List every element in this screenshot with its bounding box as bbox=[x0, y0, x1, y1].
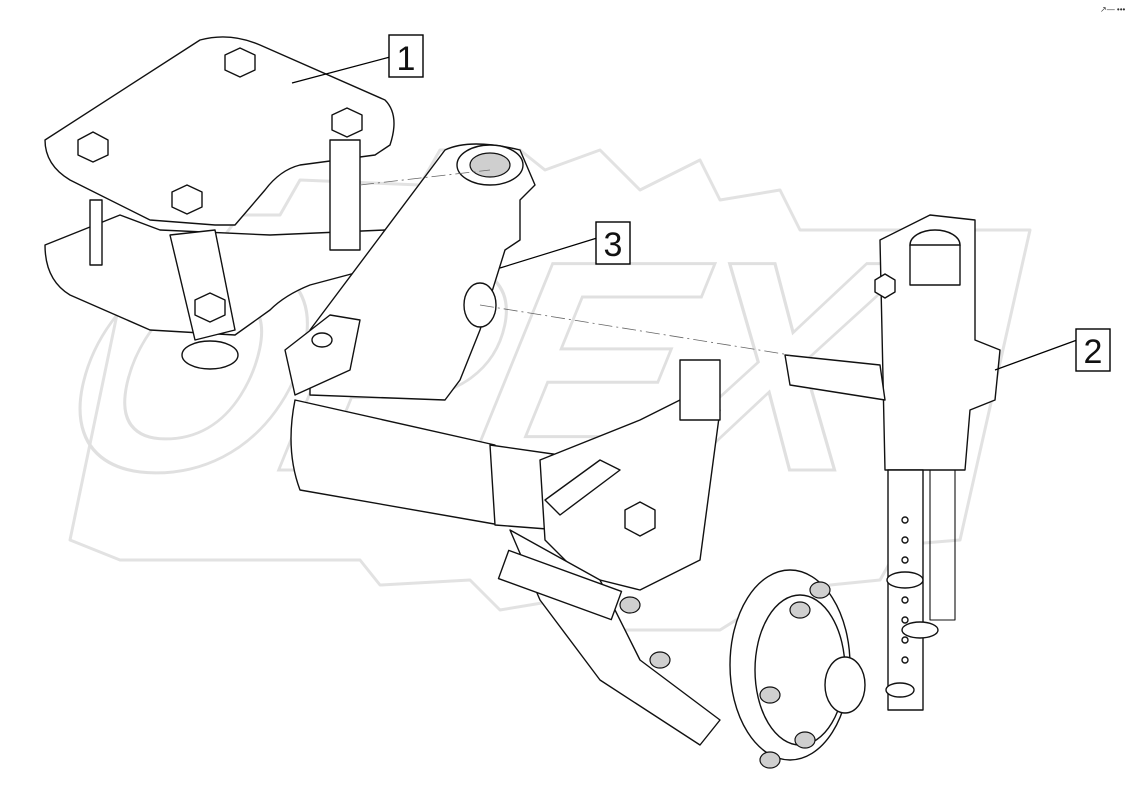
bolt-head-icon bbox=[224, 47, 256, 78]
wheel-hub bbox=[497, 529, 866, 769]
callout-1-leader bbox=[291, 56, 391, 84]
callout-2-label: 2 bbox=[1084, 333, 1103, 371]
axle-tube bbox=[290, 399, 501, 526]
centerline bbox=[479, 304, 791, 356]
leg-hole bbox=[901, 616, 909, 624]
callout-3-box bbox=[595, 221, 631, 265]
stand-leg bbox=[887, 469, 924, 711]
leg-hole bbox=[901, 596, 909, 604]
pin-clip bbox=[544, 459, 621, 516]
bolt-head-icon bbox=[77, 131, 109, 163]
leg-hole bbox=[901, 516, 909, 524]
stand-pin-clip bbox=[886, 571, 924, 589]
hub-stub bbox=[497, 549, 623, 621]
part-2-adjustable-stand bbox=[784, 214, 1001, 711]
bolt-head-icon bbox=[171, 184, 203, 215]
stand-inner-leg bbox=[929, 469, 956, 621]
callout-2: 2 bbox=[994, 328, 1111, 372]
callout-2-leader bbox=[994, 339, 1078, 371]
callout-1-label: 1 bbox=[397, 40, 416, 78]
callout-1: 1 bbox=[291, 34, 424, 84]
washer-icon bbox=[181, 340, 239, 370]
bracket-spacer-right bbox=[329, 139, 361, 251]
bracket-top-plate bbox=[44, 36, 395, 226]
leg-hole bbox=[901, 536, 909, 544]
arm-bracket bbox=[284, 314, 361, 396]
bracket-spacer-left bbox=[89, 199, 103, 266]
leg-hole bbox=[901, 636, 909, 644]
stand-pin-clip bbox=[901, 621, 939, 639]
hub-cap bbox=[824, 656, 866, 714]
bolt-head-icon bbox=[331, 107, 363, 138]
part-1-bracket-plate bbox=[44, 36, 395, 370]
bolt-head-icon bbox=[194, 292, 226, 323]
wheel-nut-icon bbox=[619, 596, 641, 614]
mount-post bbox=[679, 359, 721, 421]
corner-mark: ↗— ••• bbox=[1100, 5, 1126, 14]
wheel-nut-icon bbox=[759, 751, 781, 769]
callout-3-leader bbox=[499, 237, 598, 269]
watermark-gear-outline bbox=[68, 148, 1032, 632]
arm-body bbox=[309, 143, 536, 401]
centerline bbox=[359, 169, 491, 186]
callout-3: 3 bbox=[499, 221, 631, 269]
callout-3-label: 3 bbox=[604, 226, 623, 264]
stand-mount-pin bbox=[784, 354, 886, 401]
callout-2-box bbox=[1075, 328, 1111, 372]
spindle-mount bbox=[539, 399, 721, 591]
leg-hole bbox=[901, 556, 909, 564]
wheel-nut-icon bbox=[759, 686, 781, 704]
stand-bolt-icon bbox=[874, 273, 896, 299]
callout-1-box bbox=[388, 34, 424, 78]
wheel-nut-icon bbox=[789, 601, 811, 619]
mount-bolt-icon bbox=[624, 501, 656, 537]
arm-bracket-hole bbox=[311, 332, 333, 348]
arm-top-bore-inner bbox=[469, 152, 511, 178]
leg-hole bbox=[901, 656, 909, 664]
wheel-nut-icon bbox=[809, 581, 831, 599]
wheel-nut-icon bbox=[649, 651, 671, 669]
stand-cylinder-body bbox=[909, 244, 961, 286]
stand-pin-clip bbox=[885, 682, 915, 698]
wheel-nut-icon bbox=[794, 731, 816, 749]
assembly-centerlines bbox=[359, 169, 791, 356]
axle-assembly bbox=[290, 359, 721, 591]
